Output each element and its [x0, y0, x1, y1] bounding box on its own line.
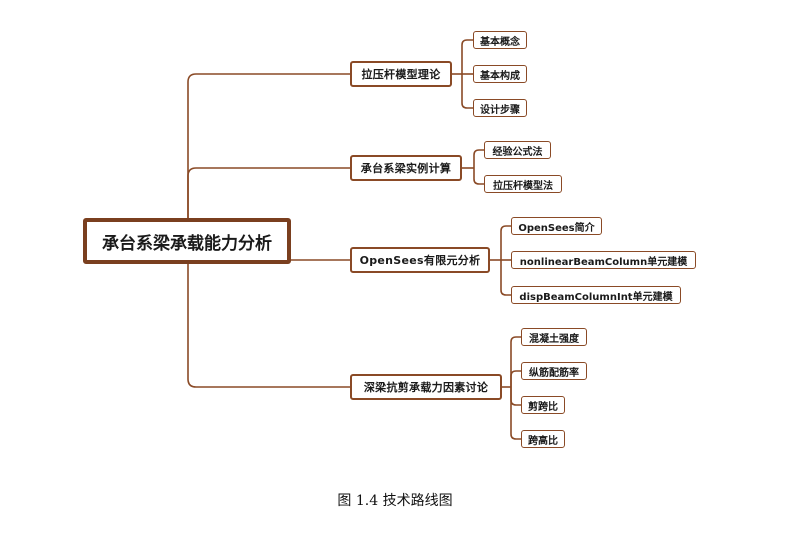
- connector-root-branch-4: [187, 264, 350, 388]
- leaf-node-basic-concept: 基本概念: [473, 31, 527, 49]
- branch-node-example-calculation: 承台系梁实例计算: [350, 155, 462, 181]
- connector-branch-4-leaf-4: [510, 387, 521, 440]
- leaf-node-opensees-intro: OpenSees简介: [511, 217, 602, 235]
- branch-node-shear-factors: 深梁抗剪承载力因素讨论: [350, 374, 502, 400]
- connector-branch-3-leaf-3: [500, 260, 511, 296]
- leaf-node-empirical-formula: 经验公式法: [484, 141, 551, 159]
- leaf-node-disp-beam-column: dispBeamColumnInt单元建模: [511, 286, 681, 304]
- leaf-node-design-steps: 设计步骤: [473, 99, 527, 117]
- connector-branch-1-leaf-1: [461, 39, 473, 74]
- branch-node-strut-tie-theory: 拉压杆模型理论: [350, 61, 452, 87]
- connector-root-branch-1: [187, 73, 350, 218]
- leaf-node-basic-composition: 基本构成: [473, 65, 527, 83]
- connector-branch-4-leaf-2: [510, 370, 521, 387]
- leaf-node-reinforcement-ratio: 纵筋配筋率: [521, 362, 587, 380]
- connector-branch-3-leaf-1: [500, 225, 511, 260]
- leaf-node-strut-tie-method: 拉压杆模型法: [484, 175, 562, 193]
- leaf-node-concrete-strength: 混凝土强度: [521, 328, 587, 346]
- connector-branch-2-leaf-1: [473, 149, 484, 168]
- branch-node-opensees-fea: OpenSees有限元分析: [350, 247, 490, 273]
- connector-branch-4-leaf-1: [510, 336, 521, 387]
- leaf-node-shear-span-ratio: 剪跨比: [521, 396, 565, 414]
- connector-branch-2-leaf-2: [473, 168, 484, 185]
- leaf-node-nonlinear-beam-column: nonlinearBeamColumn单元建模: [511, 251, 696, 269]
- leaf-node-span-depth-ratio: 跨高比: [521, 430, 565, 448]
- connector-branch-4-leaf-3: [510, 387, 521, 406]
- connector-branch-1-leaf-3: [461, 74, 473, 109]
- connector-root-branch-2: [187, 167, 350, 218]
- root-node: 承台系梁承载能力分析: [83, 218, 291, 264]
- figure-caption: 图 1.4 技术路线图: [337, 493, 453, 509]
